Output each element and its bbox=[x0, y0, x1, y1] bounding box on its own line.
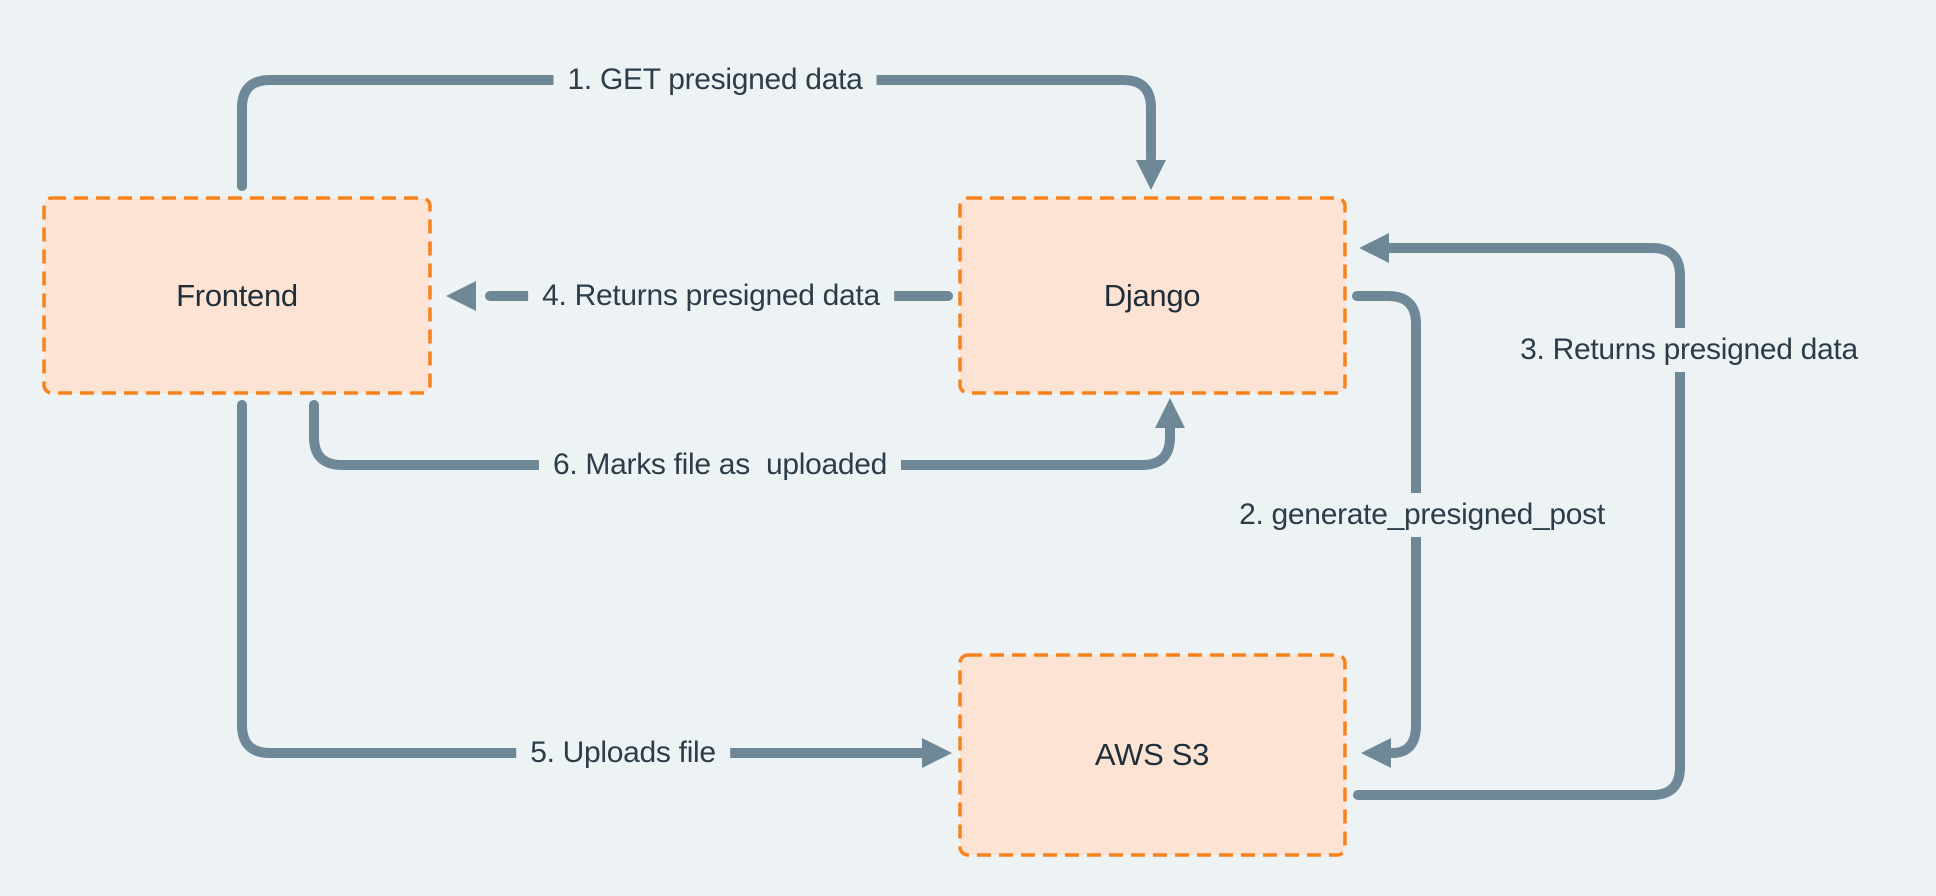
arrow-5-line bbox=[237, 400, 927, 758]
node-frontend-box bbox=[42, 196, 432, 395]
arrow-6-arrowhead-up-icon bbox=[1155, 398, 1185, 428]
arrow-5-label: 5. Uploads file bbox=[516, 731, 730, 775]
arrow-1-arrowhead-down-icon bbox=[1136, 160, 1166, 190]
node-aws-s3-box bbox=[958, 653, 1347, 857]
arrow-4-label: 4. Returns presigned data bbox=[528, 274, 894, 318]
node-django-label: Django bbox=[1103, 278, 1201, 313]
arrow-3-returns-presigned-data bbox=[1353, 233, 1685, 800]
arrow-2-label: 2. generate_presigned_post bbox=[1225, 493, 1619, 537]
arrow-4-arrowhead-left-icon bbox=[446, 281, 476, 311]
arrow-5-arrowhead-right-icon bbox=[922, 738, 952, 768]
arrow-3-arrowhead-left-icon bbox=[1359, 233, 1389, 263]
node-frontend-label: Frontend bbox=[176, 278, 298, 313]
arrow-2-line bbox=[1352, 291, 1421, 758]
arrow-2-generate-presigned-post bbox=[1352, 291, 1421, 768]
arrow-3-label: 3. Returns presigned data bbox=[1506, 328, 1872, 372]
arrow-3-line bbox=[1353, 243, 1685, 800]
node-aws-s3-label: AWS S3 bbox=[1094, 737, 1210, 772]
arrow-6-label: 6. Marks file as uploaded bbox=[538, 443, 902, 487]
node-django-box bbox=[958, 196, 1347, 395]
arrow-5-uploads-file bbox=[237, 400, 952, 768]
arrow-2-arrowhead-left-icon bbox=[1361, 738, 1391, 768]
arrow-1-label: 1. GET presigned data bbox=[553, 58, 877, 102]
